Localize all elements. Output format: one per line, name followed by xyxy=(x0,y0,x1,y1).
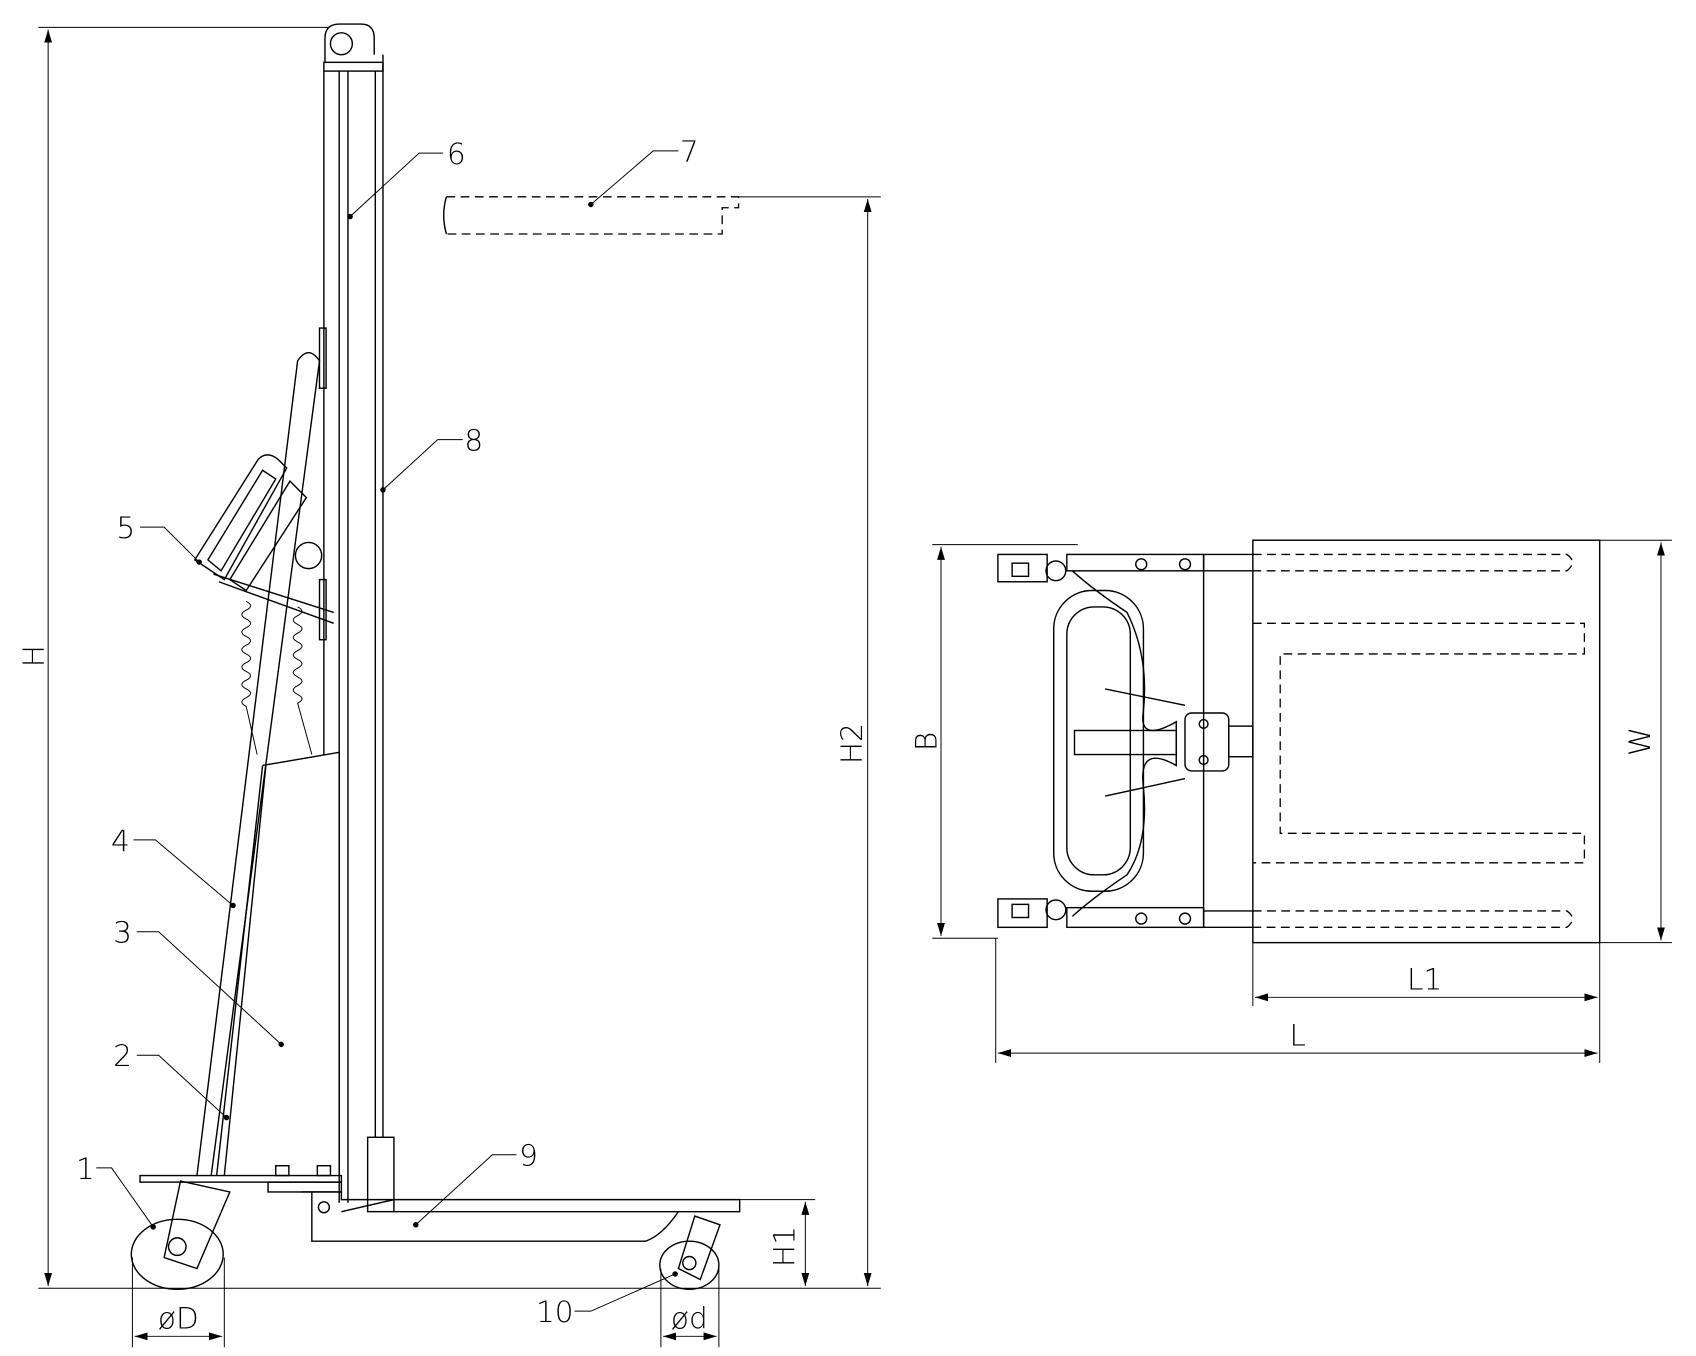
dimension-L1: L1 xyxy=(1252,942,1601,1063)
side-view: H H2 xyxy=(17,23,881,1348)
caster-large xyxy=(130,1180,231,1291)
chassis xyxy=(997,553,1205,929)
dimension-label-H: H xyxy=(17,645,51,667)
dimension-label-B: B xyxy=(910,732,944,751)
scale-head xyxy=(193,454,334,624)
dimension-label-H1: H1 xyxy=(767,1226,801,1267)
dimension-label-d: ød xyxy=(671,1302,708,1336)
dimension-B: B xyxy=(910,544,1078,939)
dimension-W: W xyxy=(1599,539,1672,944)
part-callouts: 1 2 3 4 5 6 7 8 9 10 xyxy=(76,135,699,1329)
part-label-10: 10 xyxy=(536,1295,574,1329)
caster-small xyxy=(659,1215,721,1291)
part-label-5: 5 xyxy=(116,511,135,545)
dimension-label-L: L xyxy=(1289,1018,1305,1052)
dimension-label-W: W xyxy=(1623,727,1657,756)
dimension-H: H xyxy=(17,26,881,1289)
top-view: B W L1 L xyxy=(910,539,1672,1063)
dimension-label-D: øD xyxy=(158,1302,199,1336)
part-label-1: 1 xyxy=(76,1152,95,1186)
dimension-H2: H2 xyxy=(835,199,872,1287)
part-label-4: 4 xyxy=(111,824,130,858)
dimension-L: L xyxy=(995,938,1598,1063)
part-label-9: 9 xyxy=(519,1139,538,1173)
part-label-8: 8 xyxy=(464,424,483,458)
part-label-7: 7 xyxy=(680,135,699,169)
part-label-6: 6 xyxy=(447,137,466,171)
forks xyxy=(1203,553,1586,929)
part-label-2: 2 xyxy=(113,1039,132,1073)
load-platform xyxy=(1252,539,1601,944)
dimension-label-H2: H2 xyxy=(835,723,869,764)
part-label-3: 3 xyxy=(113,916,132,950)
base-frame xyxy=(139,1165,741,1242)
fork xyxy=(442,196,881,235)
dimension-H1: H1 xyxy=(739,1199,816,1287)
springs xyxy=(241,601,340,1176)
dimension-D: øD xyxy=(131,1257,225,1348)
dimension-d: ød xyxy=(660,1268,720,1348)
mast xyxy=(318,23,395,1213)
steering-handle xyxy=(1052,570,1254,917)
dimension-label-L1: L1 xyxy=(1407,963,1442,997)
